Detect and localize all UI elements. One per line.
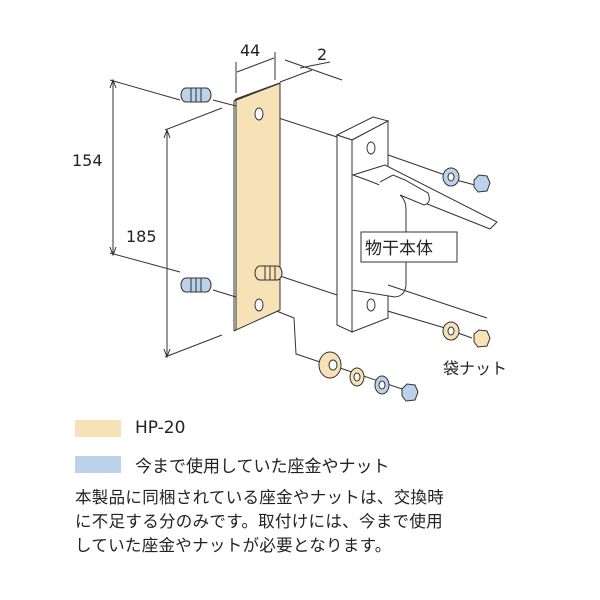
exploded-diagram: 物干本体 袋ナット 44 2 154 185 — [72, 41, 507, 402]
hp20-plate — [233, 82, 281, 332]
existing-stud-upper — [180, 87, 212, 103]
nut-bottom — [401, 383, 419, 402]
legend-item-existing: 今まで使用していた座金やナット — [75, 452, 390, 477]
cap-nut — [473, 329, 491, 348]
hanger-body-bracket — [335, 116, 498, 333]
dimension-44 — [235, 52, 276, 93]
dimension-2 — [279, 59, 343, 83]
legend-label: HP-20 — [135, 418, 186, 438]
dimension-154 — [109, 78, 181, 273]
legend-item-hp20: HP-20 — [75, 418, 185, 438]
note-text: 本製品に同梱されている座金やナットは、交換時 に不足する分のみです。取付けには、… — [75, 486, 545, 558]
note-line: していた座金やナットが必要となります。 — [75, 536, 392, 555]
washer-bottom-2 — [374, 375, 390, 395]
dim-154-label: 154 — [72, 151, 103, 170]
washer-upper — [442, 167, 460, 187]
body-label-box — [360, 231, 458, 263]
dim-thickness-label: 2 — [317, 45, 327, 64]
note-line: に不足する分のみです。取付けには、今まで使用 — [75, 512, 443, 531]
washer-bottom-1 — [349, 367, 365, 387]
hp20-stud — [254, 265, 283, 281]
note-line: 本製品に同梱されている座金やナットは、交換時 — [75, 488, 445, 507]
spacer — [318, 351, 342, 379]
dim-width-label: 44 — [240, 41, 260, 60]
label-body: 物干本体 — [365, 239, 433, 259]
legend-swatch-hp20 — [75, 419, 121, 437]
dim-185-label: 185 — [126, 227, 157, 246]
legend-label: 今まで使用していた座金やナット — [135, 457, 390, 477]
legend-swatch-existing — [75, 456, 121, 473]
nut-upper — [473, 174, 491, 193]
label-cap-nut: 袋ナット — [443, 359, 507, 378]
existing-stud-lower — [180, 277, 212, 293]
dimension-185 — [163, 107, 223, 359]
washer-lower — [442, 321, 460, 341]
